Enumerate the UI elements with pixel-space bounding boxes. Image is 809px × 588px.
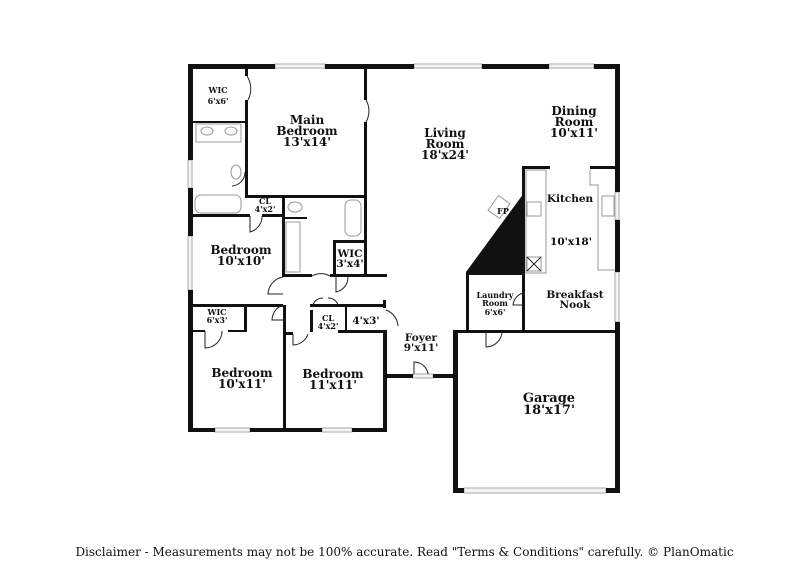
- dining-room-size: 10'x11': [550, 126, 598, 140]
- closet-2-name: CL: [322, 313, 334, 323]
- foyer-name: Foyer: [405, 332, 438, 344]
- closet-2-size: 4'x2': [318, 321, 339, 331]
- main-bedroom-name2: Bedroom: [276, 124, 337, 138]
- kitchen-size: 10'x18': [550, 236, 592, 248]
- closet-1-name: CL: [259, 196, 271, 206]
- closet-3-size: 4'x3': [352, 315, 379, 327]
- garage-name: Garage: [523, 391, 575, 406]
- living-room-name1: Living: [424, 126, 466, 140]
- disclaimer: Disclaimer - Measurements may not be 100…: [75, 545, 734, 559]
- living-room-size: 18'x24': [421, 148, 469, 162]
- dining-room-name2: Room: [555, 115, 594, 129]
- room-labels: WIC 6'x6' Main Bedroom 13'x14' Living Ro…: [206, 85, 603, 418]
- walls: [188, 64, 620, 493]
- wic-hall-size: 3'x4': [336, 258, 363, 270]
- doors: [204, 75, 524, 375]
- wic-main-size: 6'x6': [208, 96, 229, 106]
- dining-room-name1: Dining: [551, 104, 597, 118]
- laundry-name2: Room: [482, 298, 508, 308]
- closet-1-size: 4'x2': [255, 204, 276, 214]
- laundry-name1: Laundry: [477, 290, 514, 300]
- bedroom-4-size: 11'x11': [309, 378, 357, 392]
- main-bedroom-name1: Main: [290, 113, 325, 127]
- bedroom-3-name: Bedroom: [211, 366, 272, 380]
- fireplace-label: FP: [497, 206, 509, 216]
- garage-size: 18'x17': [523, 403, 575, 418]
- breakfast-nook-name1: Breakfast: [546, 289, 603, 301]
- bedroom-2-name: Bedroom: [210, 243, 271, 257]
- kitchen-name: Kitchen: [547, 193, 594, 205]
- main-bedroom-size: 13'x14': [283, 135, 331, 149]
- wic-main-name: WIC: [207, 85, 227, 95]
- breakfast-nook-name2: Nook: [560, 299, 592, 311]
- wic-bed3-size: 6'x3': [207, 315, 228, 325]
- wic-hall-name: WIC: [336, 248, 362, 260]
- fixtures: [194, 123, 615, 274]
- laundry-size: 6'x6': [485, 307, 506, 317]
- bedroom-3-size: 10'x11': [218, 377, 266, 391]
- living-room-name2: Room: [426, 137, 465, 151]
- bedroom-2-size: 10'x10': [217, 254, 265, 268]
- foyer-size: 9'x11': [404, 342, 439, 354]
- bedroom-4-name: Bedroom: [302, 367, 363, 381]
- wic-bed3-name: WIC: [206, 307, 226, 317]
